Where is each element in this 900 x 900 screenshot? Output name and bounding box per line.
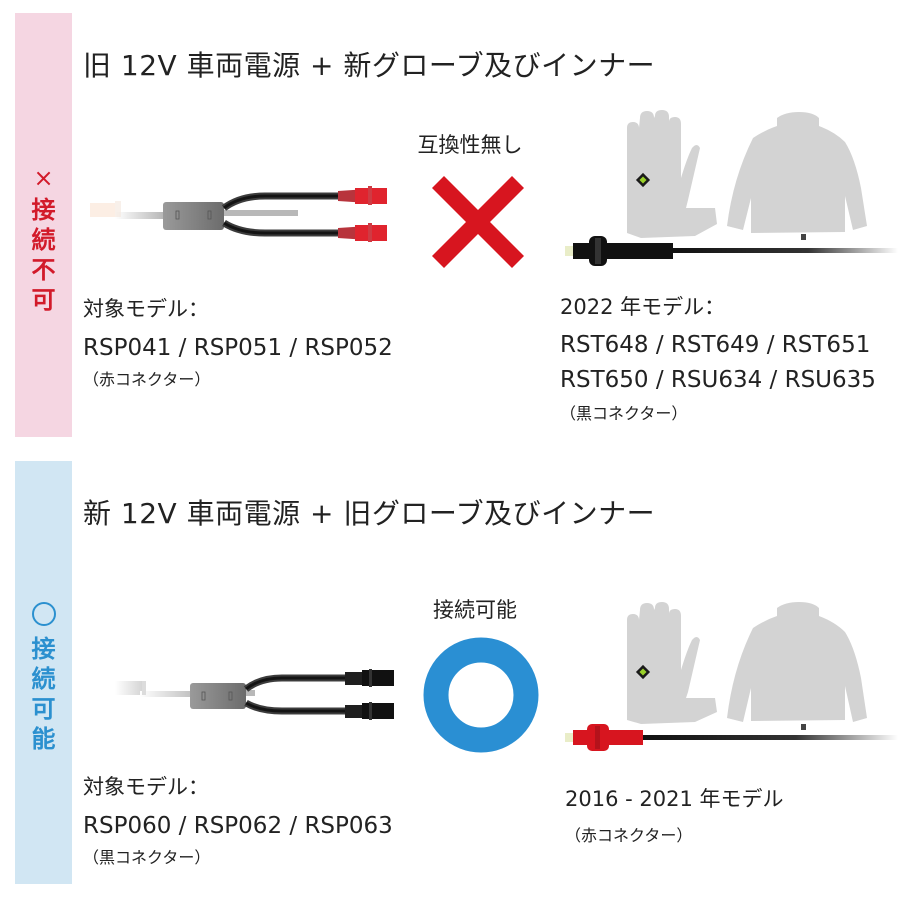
band-char: 接 — [31, 196, 56, 224]
old-power-cable-image — [90, 186, 387, 242]
connector-note: （黒コネクター） — [560, 404, 688, 423]
band-char: 続 — [31, 665, 56, 693]
black-connector — [345, 702, 394, 720]
connection-not-possible-label: × 接 続 不 可 — [15, 163, 72, 315]
glove-icon — [627, 602, 717, 724]
connector-note: （赤コネクター） — [83, 370, 211, 389]
band-char: 可 — [31, 695, 56, 723]
connector-note: （黒コネクター） — [83, 848, 211, 867]
incompatible-side-band: × 接 続 不 可 — [15, 13, 72, 437]
compatible-side-band: ○ 接 続 可 能 — [15, 461, 72, 884]
model-list: RSP041 / RSP051 / RSP052 — [83, 335, 393, 361]
model-list: RSP060 / RSP062 / RSP063 — [83, 813, 393, 839]
new-power-cable-image — [115, 669, 394, 720]
model-list-line-1: RST648 / RST649 / RST651 — [560, 332, 871, 358]
glove-icon — [627, 110, 717, 238]
band-char: 接 — [31, 635, 56, 663]
circle-symbol-icon: ○ — [31, 602, 56, 626]
band-char: 不 — [31, 256, 56, 284]
jacket-icon — [727, 602, 867, 722]
section-title-compatible: 新 12V 車両電源 + 旧グローブ及びインナー — [83, 497, 656, 530]
cross-symbol-icon: × — [33, 164, 54, 192]
old-power-source-models: 対象モデル： RSP041 / RSP051 / RSP052 （赤コネクター） — [83, 294, 393, 392]
band-char: 可 — [31, 286, 56, 314]
old-apparel-models: 2016 - 2021 年モデル （赤コネクター） — [565, 784, 784, 848]
status-label-compatible: 接続可能 — [433, 598, 517, 622]
target-models-label: 対象モデル： — [83, 297, 209, 321]
new-power-source-models: 対象モデル： RSP060 / RSP062 / RSP063 （黒コネクター） — [83, 772, 393, 870]
red-connector — [338, 186, 387, 205]
circle-mark-icon — [423, 637, 539, 753]
year-models-label: 2022 年モデル： — [560, 295, 726, 319]
glove-and-jacket-image-2016-2021 — [565, 602, 898, 751]
band-char: 続 — [31, 226, 56, 254]
status-label-incompatible: 互換性無し — [417, 133, 523, 157]
target-models-label: 対象モデル： — [83, 775, 209, 799]
glove-and-jacket-image-2022 — [565, 110, 898, 266]
year-models-label: 2016 - 2021 年モデル — [565, 787, 784, 811]
cross-mark-icon — [432, 176, 524, 268]
section-title-incompatible: 旧 12V 車両電源 + 新グローブ及びインナー — [83, 49, 656, 82]
band-char: 能 — [31, 725, 56, 753]
jacket-icon — [727, 112, 867, 233]
connector-note: （赤コネクター） — [565, 826, 693, 845]
black-connector — [345, 669, 394, 687]
connection-possible-label: ○ 接 続 可 能 — [15, 598, 72, 754]
model-list-line-2: RST650 / RSU634 / RSU635 — [560, 367, 876, 393]
new-apparel-models: 2022 年モデル： RST648 / RST649 / RST651 RST6… — [560, 292, 876, 426]
red-connector — [338, 223, 387, 242]
